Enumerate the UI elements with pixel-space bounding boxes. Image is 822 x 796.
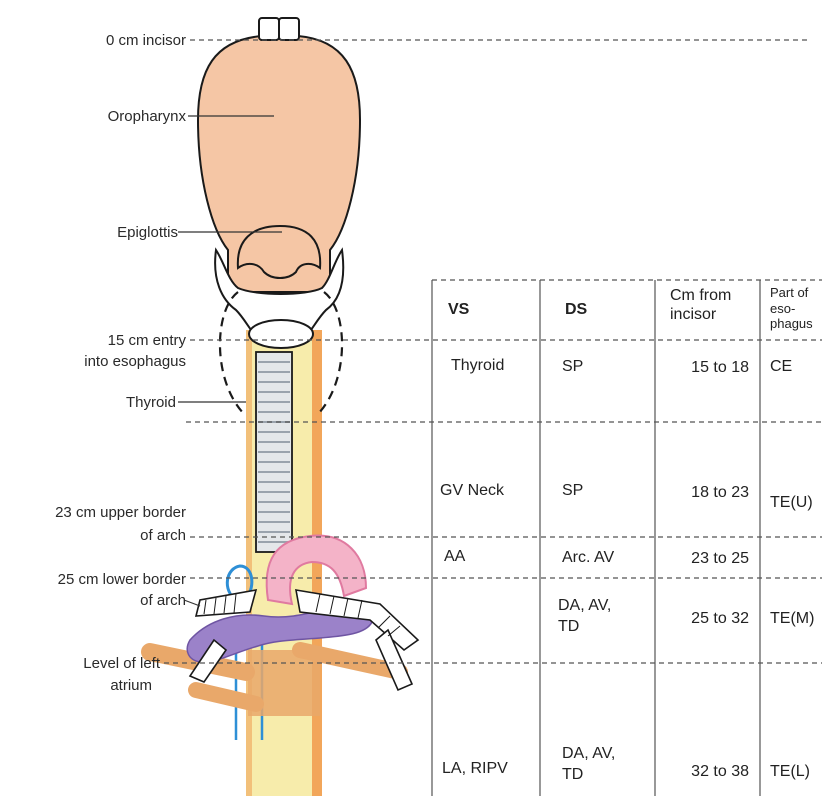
row5-part: TE(L) xyxy=(770,762,810,781)
label-upper-arch-line1: 23 cm upper border xyxy=(55,504,186,522)
row3-vs: AA xyxy=(444,547,465,566)
table-header-part-line3: phagus xyxy=(770,315,813,332)
table-header-part-line1: Part of xyxy=(770,284,808,301)
esophagus-orange-left-edge xyxy=(246,330,252,796)
row2-cm: 18 to 23 xyxy=(691,483,749,502)
label-entry-line2: into esophagus xyxy=(84,353,186,371)
row4-part: TE(M) xyxy=(770,609,814,628)
incisor-tooth-left xyxy=(259,18,279,40)
label-left-atrium-line2: atrium xyxy=(110,677,152,695)
label-left-atrium-line1: Level of left xyxy=(83,655,160,673)
row5-ds-line1: DA, AV, xyxy=(562,744,615,763)
row2-part: TE(U) xyxy=(770,493,813,512)
row1-part: CE xyxy=(770,357,792,376)
incisor-tooth-right xyxy=(279,18,299,40)
row5-ds-line2: TD xyxy=(562,765,583,784)
label-oropharynx: Oropharynx xyxy=(108,108,186,126)
row2-ds: SP xyxy=(562,481,583,500)
table-header-cm-line1: Cm from xyxy=(670,287,731,304)
label-incisor: 0 cm incisor xyxy=(106,32,186,50)
table-header-vs: VS xyxy=(448,301,469,318)
label-lower-arch-line1: 25 cm lower border xyxy=(58,571,186,589)
left-atrium xyxy=(248,650,320,716)
label-lower-arch-line2: of arch xyxy=(140,592,186,610)
label-epiglottis: Epiglottis xyxy=(117,224,178,242)
row3-cm: 23 to 25 xyxy=(691,549,749,568)
row4-ds-line1: DA, AV, xyxy=(558,596,611,615)
row4-ds-line2: TD xyxy=(558,617,579,636)
row4-cm: 25 to 32 xyxy=(691,609,749,628)
row5-cm: 32 to 38 xyxy=(691,762,749,781)
label-entry-line1: 15 cm entry xyxy=(108,332,186,350)
row2-vs: GV Neck xyxy=(440,481,504,500)
row1-cm: 15 to 18 xyxy=(691,358,749,377)
label-thyroid: Thyroid xyxy=(126,394,176,412)
row3-ds: Arc. AV xyxy=(562,548,614,567)
row1-vs: Thyroid xyxy=(451,356,504,375)
table-header-cm-line2: incisor xyxy=(670,306,716,323)
table-header-ds: DS xyxy=(565,301,587,318)
row1-ds: SP xyxy=(562,357,583,376)
label-upper-arch-line2: of arch xyxy=(140,527,186,545)
row5-vs: LA, RIPV xyxy=(442,759,508,778)
cricoid-shape xyxy=(249,320,313,348)
